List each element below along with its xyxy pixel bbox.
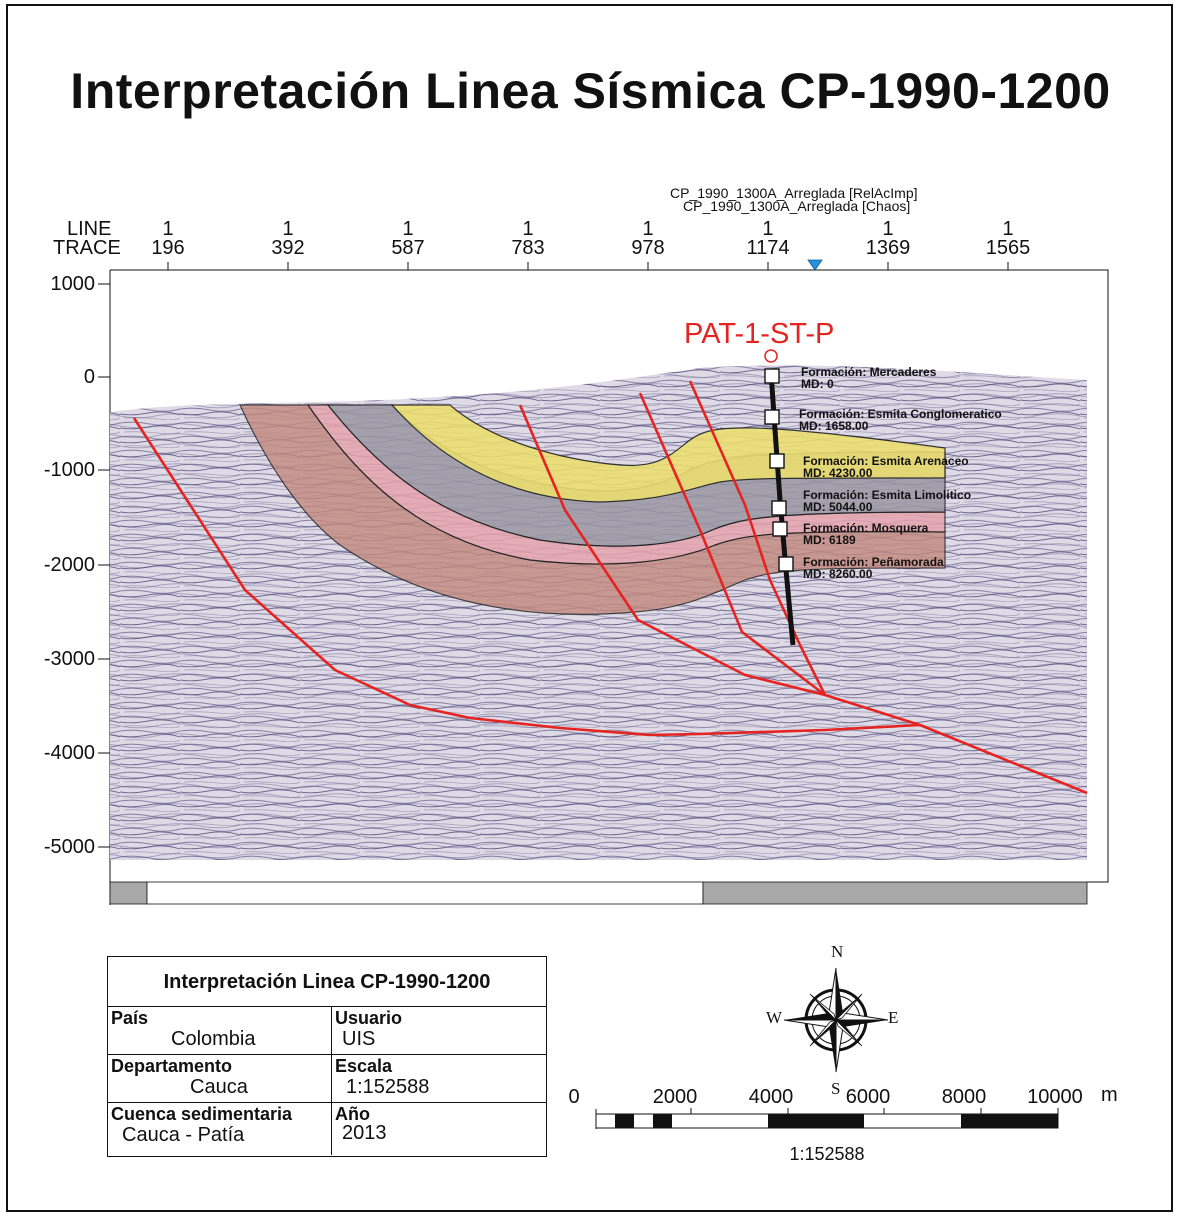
scale-label: 4000	[748, 1086, 794, 1108]
info-cell-country: País Colombia	[108, 1007, 332, 1055]
page-frame	[6, 4, 1173, 1212]
line-label: LINE	[67, 218, 112, 240]
compass-icon	[783, 967, 889, 1073]
bottom-bar-right	[702, 881, 1088, 905]
page-title: Interpretación Linea Sísmica CP-1990-120…	[70, 63, 1111, 119]
depth-tick-label: 0	[83, 366, 95, 388]
scale-unit: m	[1101, 1084, 1118, 1106]
well-name: PAT-1-ST-P	[684, 318, 835, 350]
info-cell-department: Departamento Cauca	[108, 1055, 332, 1103]
compass-n-label: N	[831, 942, 844, 961]
depth-tick-label: -1000	[43, 459, 95, 481]
right-axis-line	[1087, 269, 1109, 883]
depth-tick-label: -2000	[43, 554, 95, 576]
info-cell-scale: Escala 1:152588	[332, 1055, 546, 1103]
info-table: Interpretación Linea CP-1990-1200 País C…	[107, 956, 547, 1157]
info-cell-user: Usuario UIS	[332, 1007, 546, 1055]
info-cell-year: Año 2013	[335, 1104, 387, 1144]
marker-mercaderes	[764, 368, 780, 384]
well-head-icon	[764, 349, 778, 363]
compass-e-label: E	[888, 1008, 899, 1027]
depth-tick-label: -4000	[43, 742, 95, 764]
depth-tick-label: 1000	[50, 273, 96, 295]
bottom-bar-middle	[146, 881, 704, 905]
scale-label: 10000	[1027, 1086, 1083, 1108]
fault-main	[132, 417, 1088, 795]
scale-label: 0	[568, 1086, 580, 1108]
marker-limolitico	[771, 500, 787, 516]
depth-tick-label: -3000	[43, 648, 95, 670]
scale-label: 2000	[652, 1086, 698, 1108]
trace-marker-icon	[807, 259, 823, 271]
marker-arenaceo	[769, 453, 785, 469]
depth-tick-label: -5000	[43, 836, 95, 858]
fault-4	[688, 380, 827, 696]
seismic-label-relacimp: CP_1990_1300A_Arreglada [RelAcImp]	[670, 185, 918, 201]
scale-caption: 1:152588	[789, 1144, 865, 1164]
info-cell-basin: Cuenca sedimentaria Cauca - Patía	[108, 1103, 332, 1155]
info-table-title: Interpretación Linea CP-1990-1200	[108, 957, 546, 1007]
scale-label: 6000	[845, 1086, 891, 1108]
scale-bar	[595, 1108, 1059, 1129]
compass-w-label: W	[766, 1008, 783, 1027]
compass-s-label: S	[831, 1079, 841, 1098]
marker-penamorada	[778, 556, 794, 572]
marker-mosquera	[772, 521, 788, 537]
seismic-label-chaos: CP_1990_1300A_Arreglada [Chaos]	[683, 198, 911, 214]
layer-esmita-arenaceo	[390, 404, 946, 503]
scale-label: 8000	[941, 1086, 987, 1108]
trace-label: TRACE	[53, 237, 121, 259]
bottom-bar-left	[109, 881, 148, 905]
fault-3	[638, 392, 826, 697]
fault-2	[518, 404, 921, 727]
marker-conglomeratico	[764, 409, 780, 425]
